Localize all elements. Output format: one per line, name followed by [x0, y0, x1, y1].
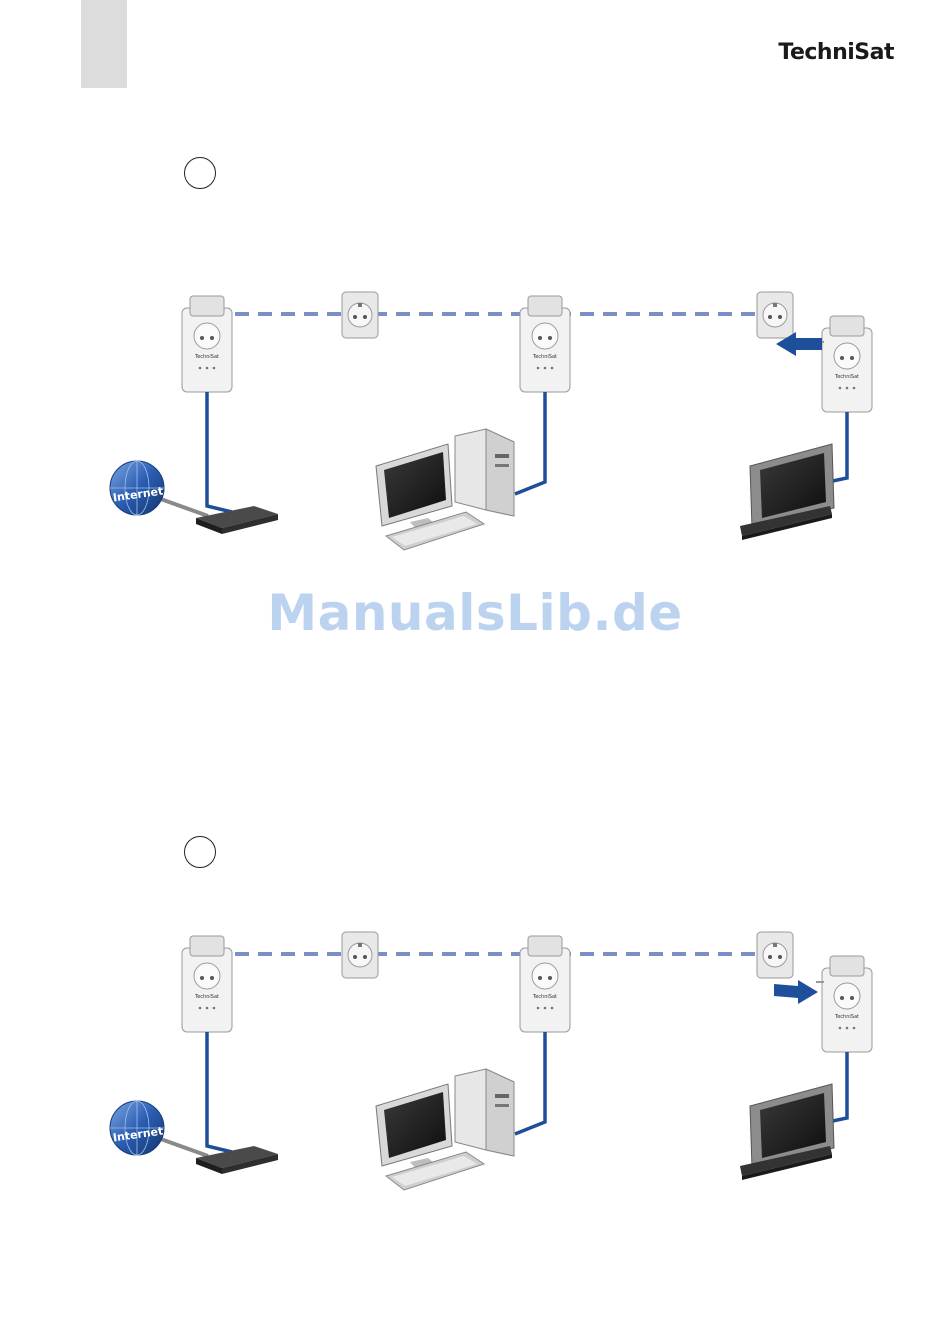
wall-socket	[342, 292, 378, 338]
desktop-computer-icon	[376, 1069, 514, 1190]
step-circle-1	[184, 157, 216, 189]
network-cable	[207, 392, 232, 512]
router-icon	[196, 506, 278, 534]
router-icon	[196, 1146, 278, 1174]
adapter-brand: TechniSat	[194, 354, 219, 360]
powerline-adapter: TechniSat	[182, 296, 232, 392]
tv-icon	[740, 444, 834, 540]
internet-globe-icon: Internet	[110, 461, 164, 515]
manualslib-watermark: ManualsLib.de	[0, 584, 950, 642]
tv-icon	[740, 1084, 834, 1180]
page-tab-marker	[81, 0, 127, 88]
powerline-adapter: TechniSat	[520, 296, 570, 392]
network-diagram-1: TechniSat TechniSat TechniSat Internet	[0, 260, 950, 620]
wall-socket	[757, 932, 793, 978]
network-cable	[207, 1032, 232, 1152]
technisat-logo: TechniSat	[778, 40, 894, 65]
network-cable	[515, 392, 545, 494]
step-circle-2	[184, 836, 216, 868]
adapter-brand: TechniSat	[532, 354, 557, 360]
internet-globe-icon: Internet	[110, 1101, 164, 1155]
adapter-brand: TechniSat	[194, 994, 219, 1000]
powerline-adapter: TechniSat	[520, 936, 570, 1032]
wall-socket	[342, 932, 378, 978]
unplug-arrow-icon	[774, 980, 818, 1004]
wall-socket	[757, 292, 793, 338]
powerline-adapter: TechniSat	[182, 936, 232, 1032]
powerline-adapter: TechniSat	[816, 316, 872, 412]
adapter-brand: TechniSat	[834, 1014, 859, 1020]
network-diagram-2: TechniSat TechniSat TechniSat Internet	[0, 900, 950, 1260]
adapter-brand: TechniSat	[532, 994, 557, 1000]
network-cable	[515, 1032, 545, 1134]
adapter-brand: TechniSat	[834, 374, 859, 380]
powerline-adapter: TechniSat	[816, 956, 872, 1052]
desktop-computer-icon	[376, 429, 514, 550]
